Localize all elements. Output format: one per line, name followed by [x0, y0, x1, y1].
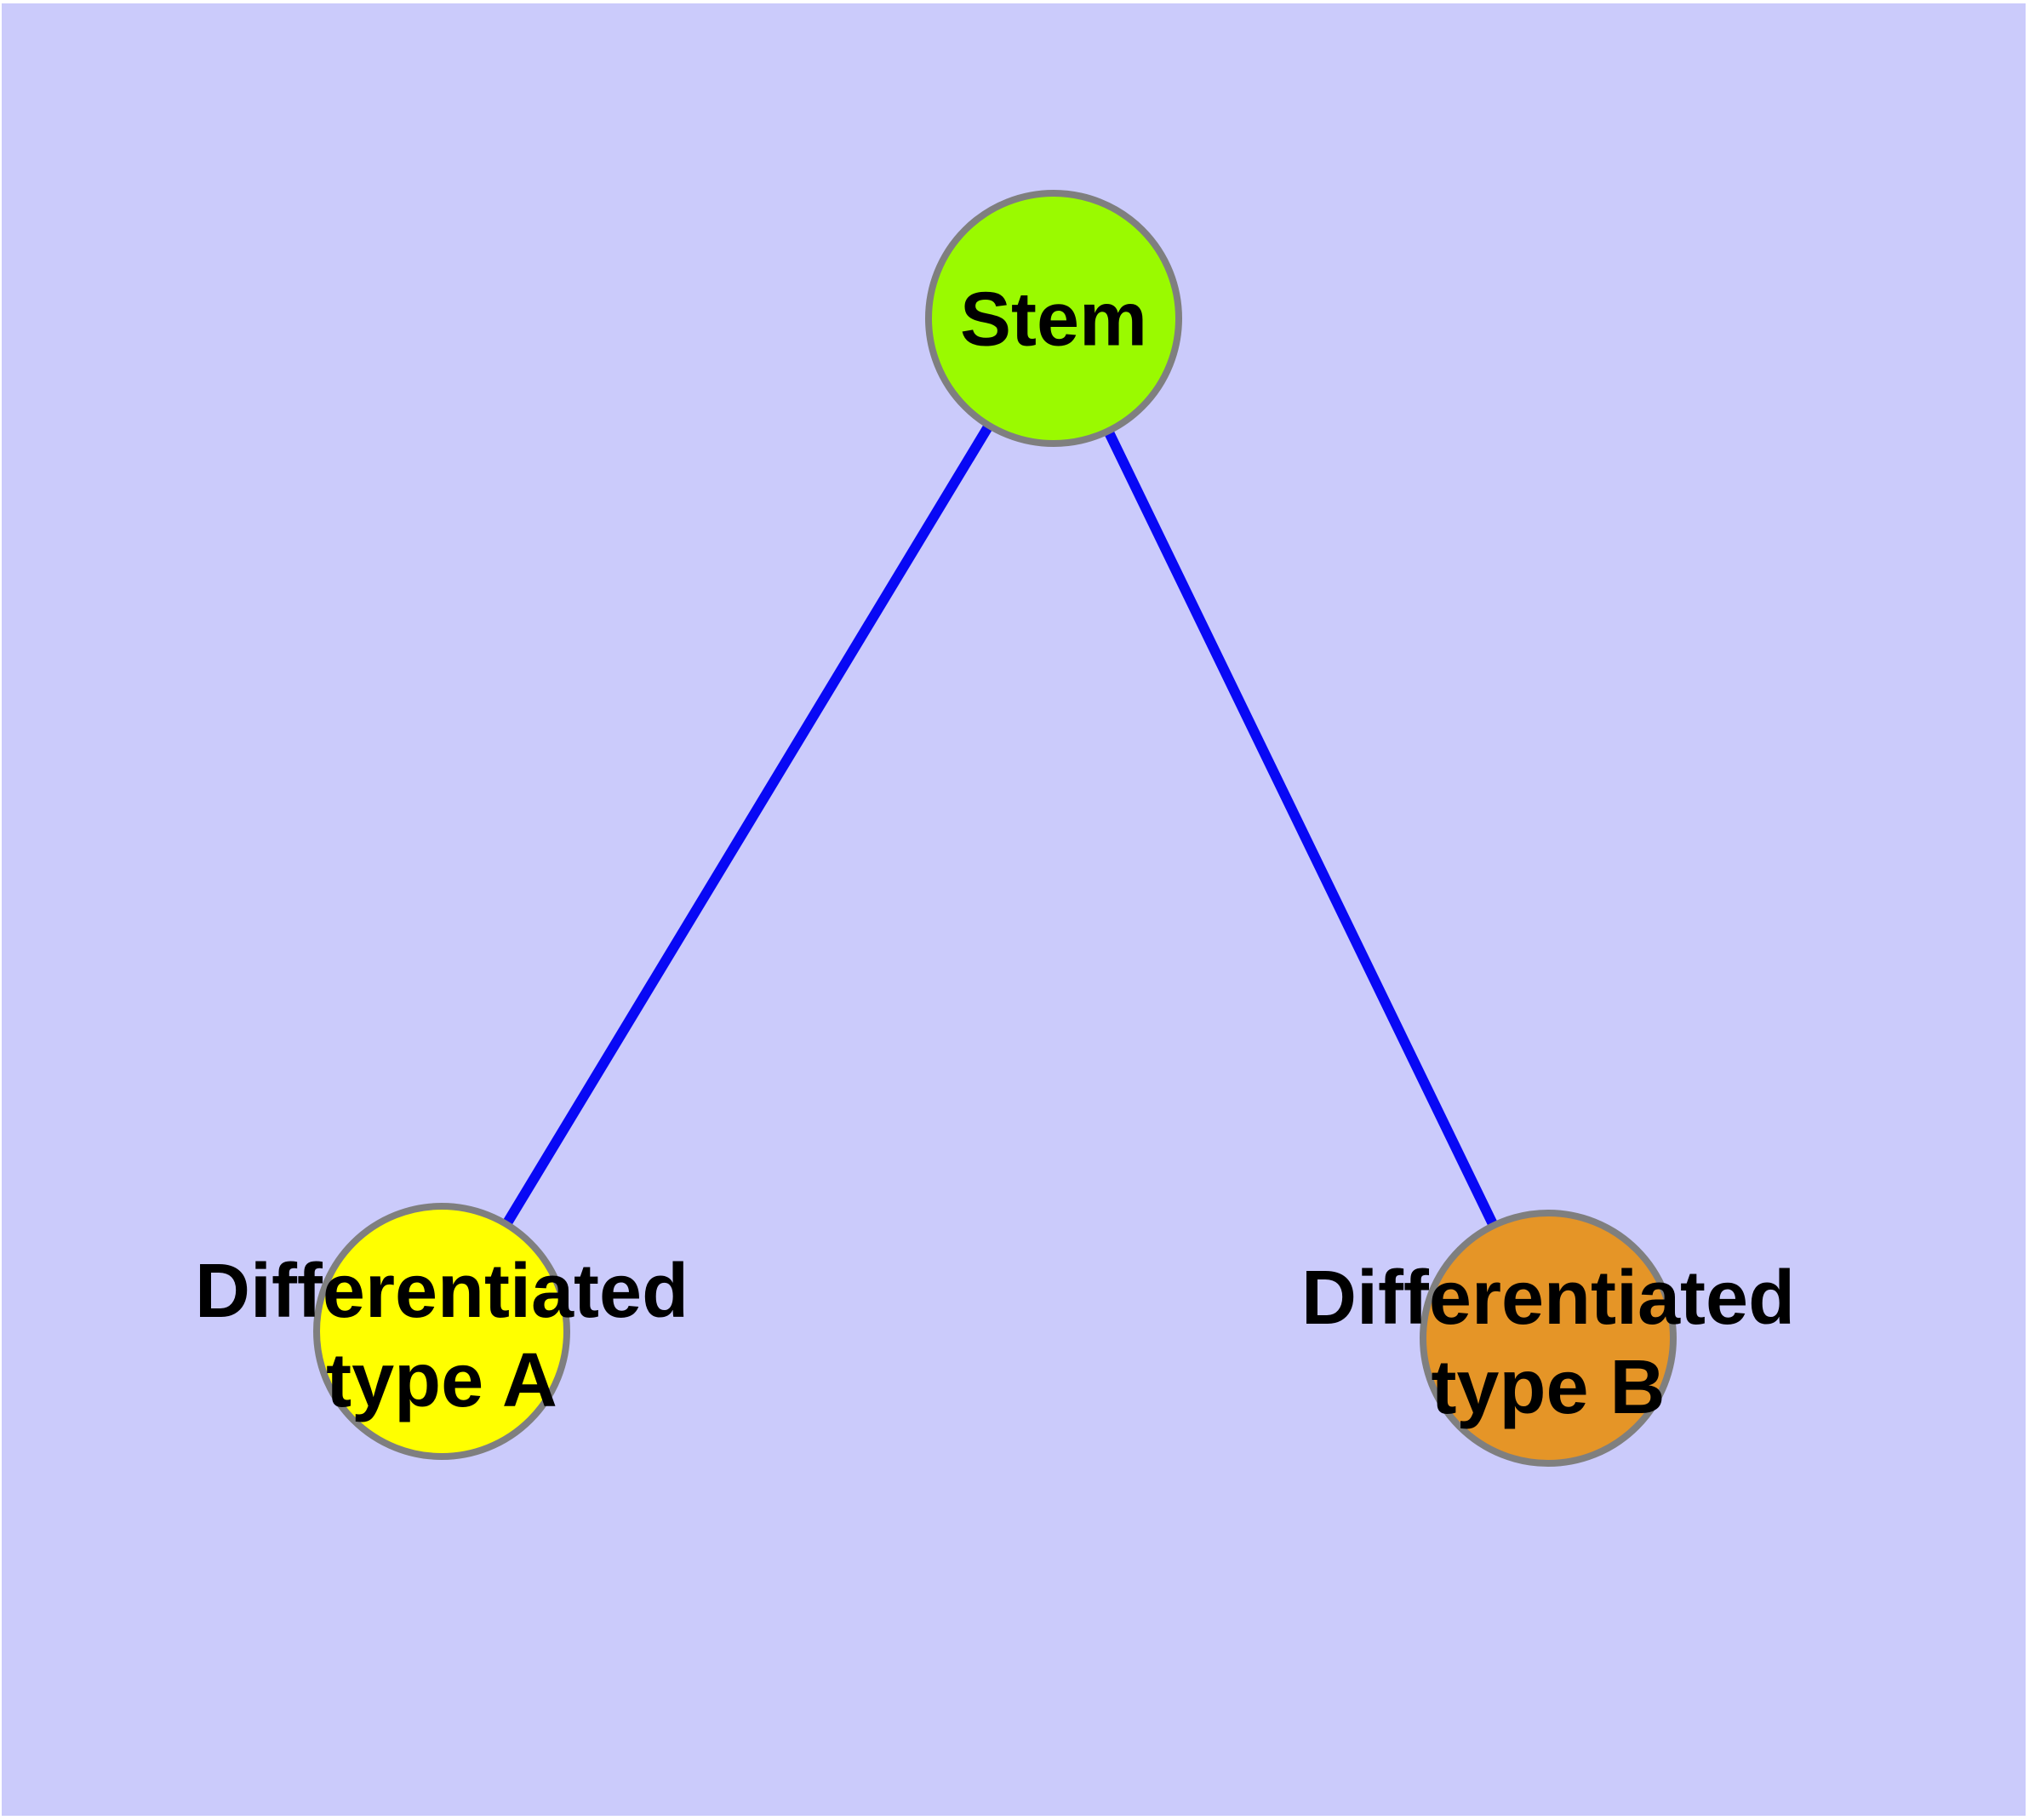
node-differentiated-type-b: [1420, 1210, 1677, 1467]
edge-stem-to-type-a: [437, 315, 1059, 1335]
node-type-b-label-line-1: Differentiated: [1300, 1256, 1796, 1341]
node-stem: [925, 190, 1182, 447]
node-type-b-label-line-2: type B: [1431, 1345, 1666, 1430]
edge-stem-to-type-b: [1049, 316, 1553, 1341]
node-differentiated-type-a-label: Differentiated type A: [195, 1247, 689, 1426]
node-differentiated-type-a: [313, 1203, 570, 1460]
node-stem-label-line: Stem: [959, 277, 1148, 363]
node-type-a-label-line-1: Differentiated: [194, 1249, 689, 1334]
node-stem-label: Stem: [960, 276, 1147, 365]
node-differentiated-type-b-label: Differentiated type B: [1301, 1254, 1795, 1433]
node-type-a-label-line-2: type A: [326, 1338, 557, 1423]
